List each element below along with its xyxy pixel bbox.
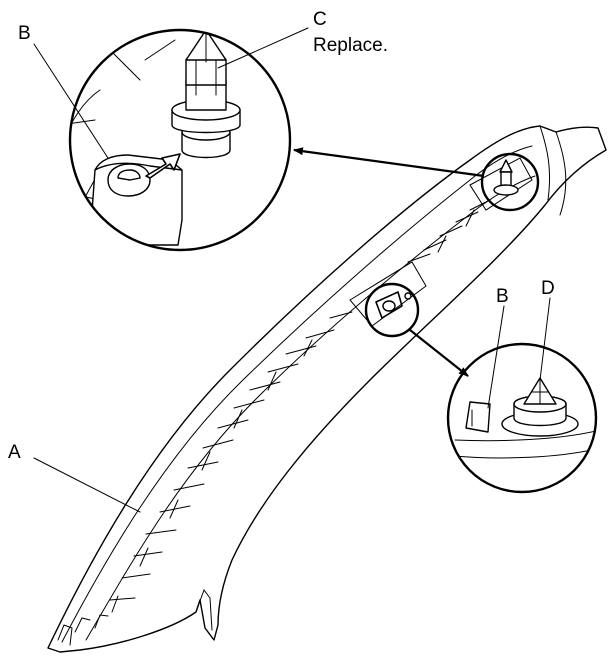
clip-on-panel-upper [493,159,519,196]
clip-c-detail [171,30,241,159]
clip-on-panel-middle [375,291,412,319]
label-c: C [313,9,327,30]
detail-circle-upper [68,28,292,252]
detail-view-lower [446,342,598,494]
label-c-note: Replace. [313,35,388,56]
label-d: D [541,278,555,299]
callout-ring-middle [364,282,420,338]
clip-d-detail [501,377,579,437]
leader-a [33,457,141,513]
callout-ring-upper [480,152,540,212]
callout-arrow-lower [409,329,469,377]
leader-b-upper [33,43,109,159]
detail-circle-lower [446,342,598,494]
detail-view-upper [68,28,292,252]
leader-d [539,297,551,381]
cross-rib-lines [111,209,475,613]
insertion-arrow [145,153,181,179]
pillar-trim-panel [47,125,607,653]
label-b-lower: B [496,286,509,307]
leader-c [217,27,309,69]
rib-lines [109,199,491,601]
callout-arrow-upper [293,147,485,178]
leader-b-lower [487,305,505,409]
label-b-upper: B [18,23,31,44]
label-a: A [8,442,21,463]
